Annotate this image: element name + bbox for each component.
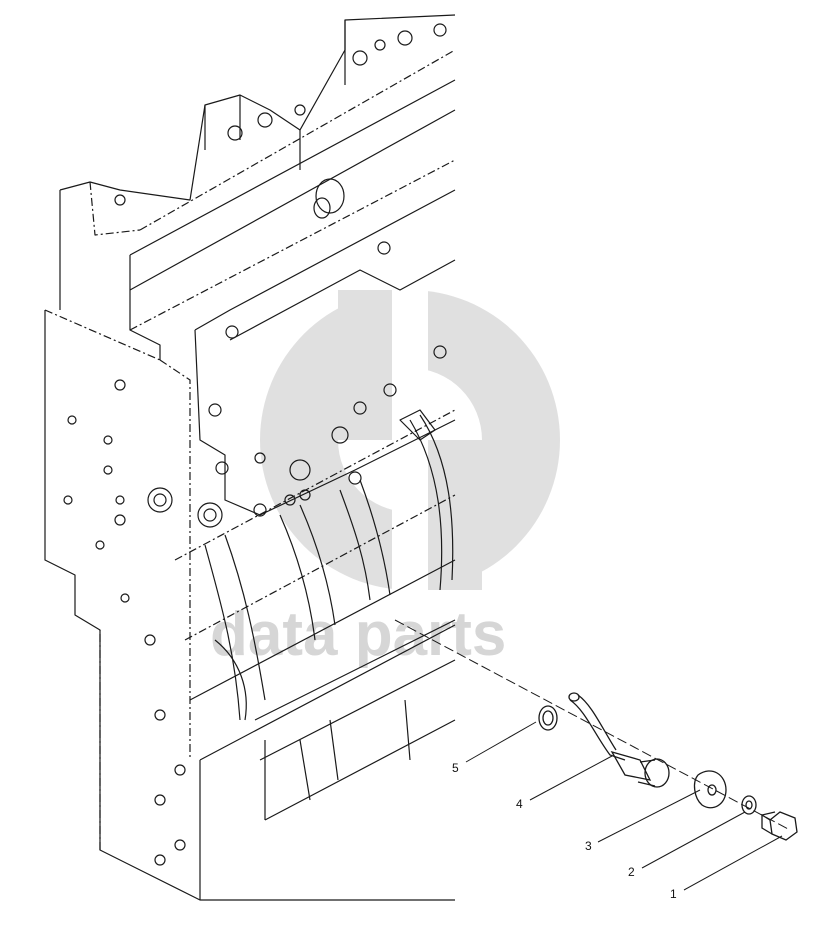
callout-2: 2 bbox=[628, 865, 635, 879]
part-1-bolt bbox=[761, 811, 798, 841]
callout-5: 5 bbox=[452, 761, 459, 775]
part-3-gasket bbox=[693, 770, 727, 809]
part-5-o-ring bbox=[538, 705, 558, 731]
assembly-centerline bbox=[394, 619, 791, 831]
watermark-text: data parts bbox=[210, 600, 506, 669]
part-4-suction-tube bbox=[568, 692, 670, 788]
callout-4: 4 bbox=[516, 797, 523, 811]
engine-block-drawing bbox=[44, 14, 456, 901]
callout-3: 3 bbox=[585, 839, 592, 853]
watermark-logo bbox=[260, 290, 560, 590]
part-2-washer bbox=[741, 795, 757, 815]
leader-lines bbox=[465, 721, 783, 891]
callout-1: 1 bbox=[670, 887, 677, 901]
